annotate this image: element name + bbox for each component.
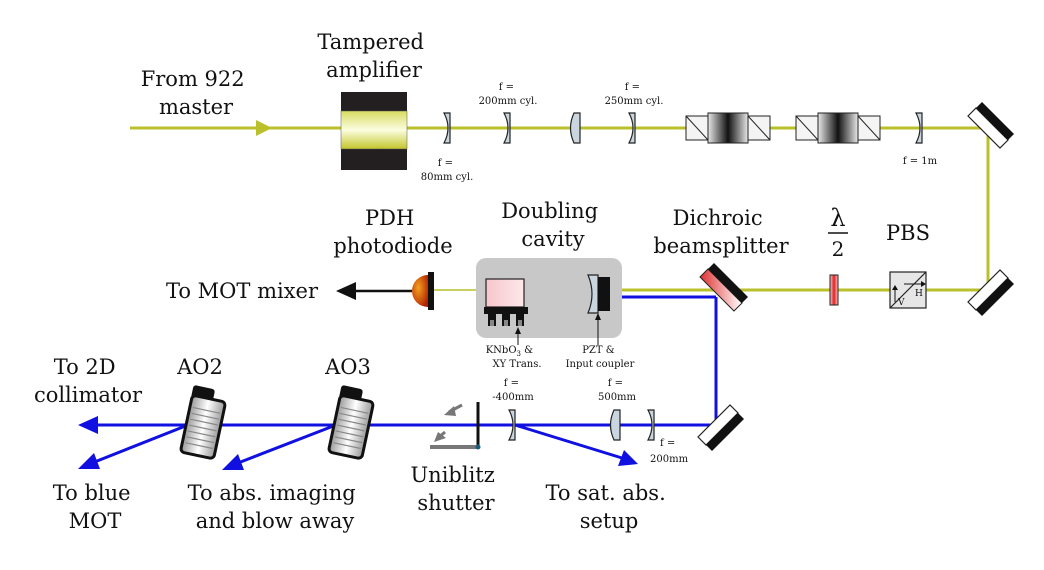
- label-doubling-cavity-1: Doubling: [501, 199, 598, 223]
- label-blue-mot-2: MOT: [69, 509, 122, 533]
- svg-text:f = 500mm: f = 500mm: [598, 378, 637, 403]
- label-dichroic-2: beamsplitter: [653, 234, 789, 258]
- arrow-to-blue-mot-icon: [78, 453, 100, 469]
- label-pbs-h: H: [915, 289, 923, 299]
- optical-isolator-1: [685, 112, 771, 144]
- label-half-wave-num: λ: [830, 204, 845, 232]
- label-doubling-cavity-2: cavity: [521, 227, 584, 251]
- label-f200-2: 200mm: [650, 454, 689, 465]
- lens-1m: [915, 112, 923, 144]
- lens-neg400mm: [508, 409, 516, 441]
- arrow-to-abs-imaging-icon: [222, 454, 244, 470]
- lens-80mm-cyl: [443, 112, 451, 144]
- label-f250cyl-2: 250mm cyl.: [605, 96, 664, 107]
- svg-text:Dichroic beamsplitter: Dichroic beamsplitter: [653, 206, 789, 258]
- svg-text:f = 80mm cyl.: f = 80mm cyl.: [421, 158, 474, 183]
- label-pdh-2: photodiode: [333, 234, 452, 258]
- label-f250cyl-1: f =: [625, 82, 640, 93]
- label-knbo3-sub: 3: [517, 350, 521, 358]
- label-abs-imaging-1: To abs. imaging: [188, 481, 356, 505]
- svg-text:To blue MOT: To blue MOT: [53, 481, 138, 533]
- svg-text:To 2D collimator: To 2D collimator: [34, 355, 143, 407]
- label-knbo3-amp: &: [521, 345, 533, 356]
- to-mot-mixer-arrow: [336, 282, 412, 300]
- svg-text:PDH photodiode: PDH photodiode: [333, 206, 452, 258]
- lens-250mm-cyl: [628, 112, 636, 144]
- tapered-amplifier: [340, 92, 408, 170]
- label-2d-collimator-1: To 2D: [54, 355, 116, 379]
- svg-text:To abs. imaging and blow a: To abs. imaging and blow away: [188, 481, 363, 533]
- label-tapered-amplifier-2: amplifier: [326, 58, 423, 82]
- svg-text:KNbO3 & XY Trans.: KNbO3 & XY Trans.: [486, 345, 542, 370]
- arrow-to-mot-mixer-icon: [336, 282, 356, 300]
- doubling-cavity: [476, 258, 622, 338]
- label-sat-abs-1: To sat. abs.: [546, 481, 666, 505]
- pbs-cube: [889, 271, 927, 309]
- half-wave-plate: [829, 274, 839, 306]
- mirror-bottom-right: [967, 269, 1014, 316]
- dichroic-beamsplitter: [699, 263, 748, 312]
- uniblitz-shutter: [430, 402, 481, 450]
- label-uniblitz-1: Uniblitz: [410, 463, 494, 487]
- svg-text:Doubling cavity: Doubling cavity: [501, 199, 605, 251]
- arrow-to-sat-abs-icon: [618, 450, 638, 466]
- lens-200mm: [647, 409, 655, 441]
- label-knbo3-1: KNbO: [486, 345, 517, 356]
- svg-text:To sat. abs. setup: To sat. abs. setup: [546, 481, 673, 533]
- svg-text:f = 250mm cyl.: f = 250mm cyl.: [605, 82, 664, 107]
- svg-text:Tampered amplifier: Tampered amplifier: [317, 30, 430, 82]
- aom-2: [179, 385, 227, 460]
- label-sat-abs-2: setup: [580, 509, 639, 533]
- label-ao3: AO3: [324, 355, 371, 379]
- label-f1m: f = 1m: [903, 156, 938, 167]
- svg-text:Uniblitz shutter: Uniblitz shutter: [410, 463, 501, 515]
- label-fneg400-2: -400mm: [492, 392, 534, 403]
- label-f200-1: f =: [660, 438, 675, 449]
- label-f200cyl-1: f =: [499, 82, 514, 93]
- label-f500-2: 500mm: [598, 392, 637, 403]
- label-half-wave-den: 2: [832, 237, 845, 261]
- lens-top-3: [569, 112, 581, 144]
- label-abs-imaging-2: and blow away: [196, 509, 355, 533]
- label-f500-1: f =: [608, 378, 623, 389]
- label-from-master-1: From 922: [141, 67, 245, 91]
- label-pzt-1: PZT &: [582, 345, 615, 356]
- pdh-photodiode: [412, 272, 434, 310]
- label-pzt-2: Input coupler: [566, 359, 635, 370]
- label-to-mot-mixer: To MOT mixer: [166, 279, 319, 303]
- mirror-top-right: [967, 102, 1014, 149]
- label-f200cyl-2: 200mm cyl.: [479, 96, 538, 107]
- svg-text:f = -400mm: f = -400mm: [492, 378, 534, 403]
- label-2d-collimator-2: collimator: [34, 383, 143, 407]
- label-knbo3-2: XY Trans.: [492, 359, 541, 370]
- label-dichroic-1: Dichroic: [673, 206, 763, 230]
- label-f80-2: 80mm cyl.: [421, 172, 474, 183]
- svg-text:f = 200mm: f = 200mm: [650, 438, 689, 465]
- knbo3-pointer: [515, 327, 521, 345]
- pzt-pointer: [595, 313, 601, 345]
- label-blue-mot-1: To blue: [53, 481, 131, 505]
- label-pdh-1: PDH: [365, 206, 414, 230]
- label-tapered-amplifier-1: Tampered: [317, 30, 424, 54]
- label-from-master-2: master: [159, 95, 234, 119]
- arrow-to-2d-collimator-icon: [78, 416, 98, 434]
- optical-isolator-2: [795, 112, 881, 144]
- label-fneg400-1: f =: [504, 378, 519, 389]
- label-uniblitz-2: shutter: [417, 491, 495, 515]
- svg-text:f = 200mm cyl.: f = 200mm cyl.: [479, 82, 538, 107]
- mirror-blue-turn: [697, 404, 744, 451]
- svg-text:From 922 master: From 922 master: [141, 67, 252, 119]
- label-pbs-v: V: [897, 298, 905, 308]
- label-pbs: PBS: [886, 221, 930, 245]
- lens-200mm-cyl: [503, 112, 511, 144]
- label-f80-1: f =: [438, 158, 453, 169]
- label-ao2: AO2: [176, 355, 223, 379]
- svg-text:PZT & Input coupler: PZT & Input coupler: [566, 345, 635, 370]
- aom-3: [327, 385, 375, 460]
- input-arrow-icon: [256, 120, 272, 136]
- lens-500mm: [609, 409, 621, 441]
